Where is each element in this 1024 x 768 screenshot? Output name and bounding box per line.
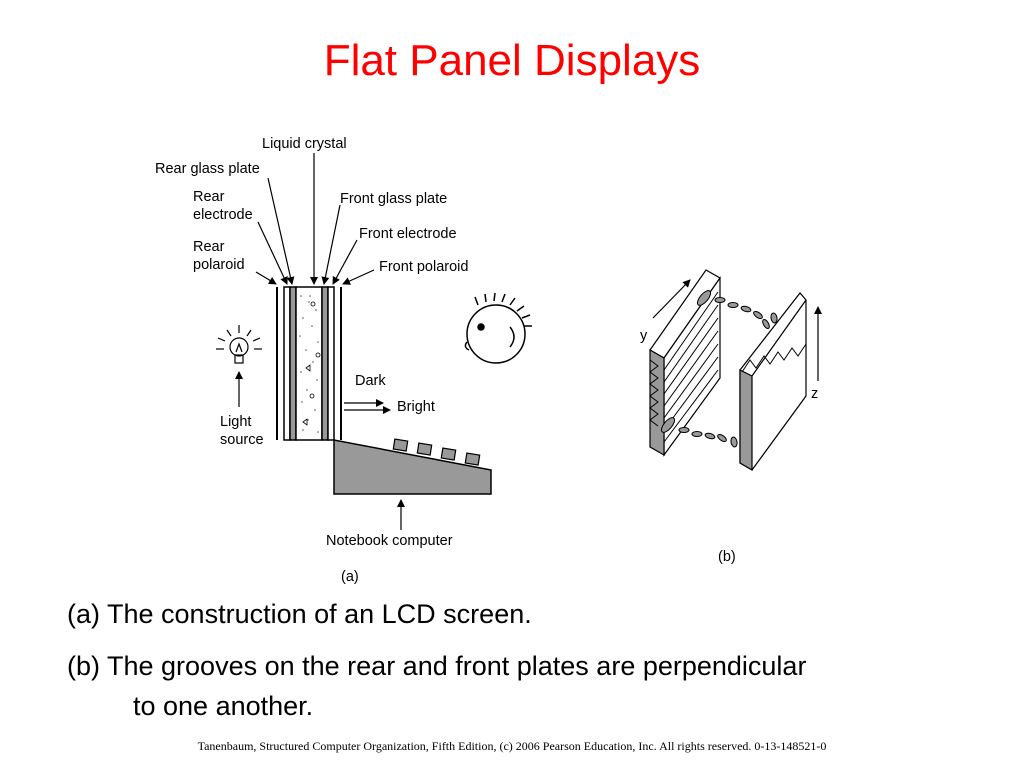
crystal-speckles: [299, 295, 319, 433]
label-liquid-crystal: Liquid crystal: [262, 136, 347, 152]
axis-arrows: [652, 279, 822, 381]
label-rear-polaroid-line2: polaroid: [193, 257, 245, 273]
lcd-layers: [276, 286, 342, 441]
label-rear-electrode-line1: Rear: [193, 189, 225, 205]
label-notebook-computer: Notebook computer: [326, 533, 453, 549]
lcd-figure: Liquid crystal Rear glass plate Rear ele…: [155, 136, 822, 585]
notebook-keys: [392, 438, 481, 466]
label-y-axis: y: [640, 328, 648, 344]
caption-line-b-continued: to one another.: [133, 691, 314, 721]
label-rear-electrode-line2: electrode: [193, 207, 253, 223]
liquid-crystal-molecules: [660, 290, 778, 448]
front-glass-plate: [327, 286, 335, 441]
label-rear-glass-plate: Rear glass plate: [155, 161, 260, 177]
label-dark: Dark: [355, 373, 386, 389]
notebook-computer: [333, 438, 492, 495]
figure-b: y z (b): [640, 269, 822, 565]
figure-b-caption: (b): [718, 549, 736, 565]
caption-line-b: (b) The grooves on the rear and front pl…: [67, 651, 807, 681]
label-front-polaroid: Front polaroid: [379, 259, 468, 275]
figure-a: Liquid crystal Rear glass plate Rear ele…: [155, 136, 532, 585]
label-light-source-line1: Light: [220, 414, 251, 430]
label-front-glass-plate: Front glass plate: [340, 191, 447, 207]
front-grooved-plate: [739, 292, 807, 472]
rear-grooved-plate: [649, 269, 721, 457]
observer-face-icon: [464, 292, 532, 364]
rear-electrode: [289, 286, 297, 441]
slide-title: Flat Panel Displays: [323, 36, 701, 85]
rear-glass-plate: [283, 286, 291, 441]
caption-line-a: (a) The construction of an LCD screen.: [67, 599, 532, 629]
label-front-electrode: Front electrode: [359, 226, 457, 242]
front-electrode: [321, 286, 329, 441]
light-bulb-icon: [216, 325, 262, 407]
label-bright: Bright: [397, 399, 435, 415]
footer-copyright: Tanenbaum, Structured Computer Organizat…: [197, 739, 827, 753]
liquid-crystal-layer: [295, 286, 323, 441]
label-rear-polaroid-line1: Rear: [193, 239, 225, 255]
label-z-axis: z: [811, 386, 818, 402]
label-light-source-line2: source: [220, 432, 264, 448]
figure-a-caption: (a): [341, 569, 359, 585]
label-leader-lines: [255, 153, 405, 530]
